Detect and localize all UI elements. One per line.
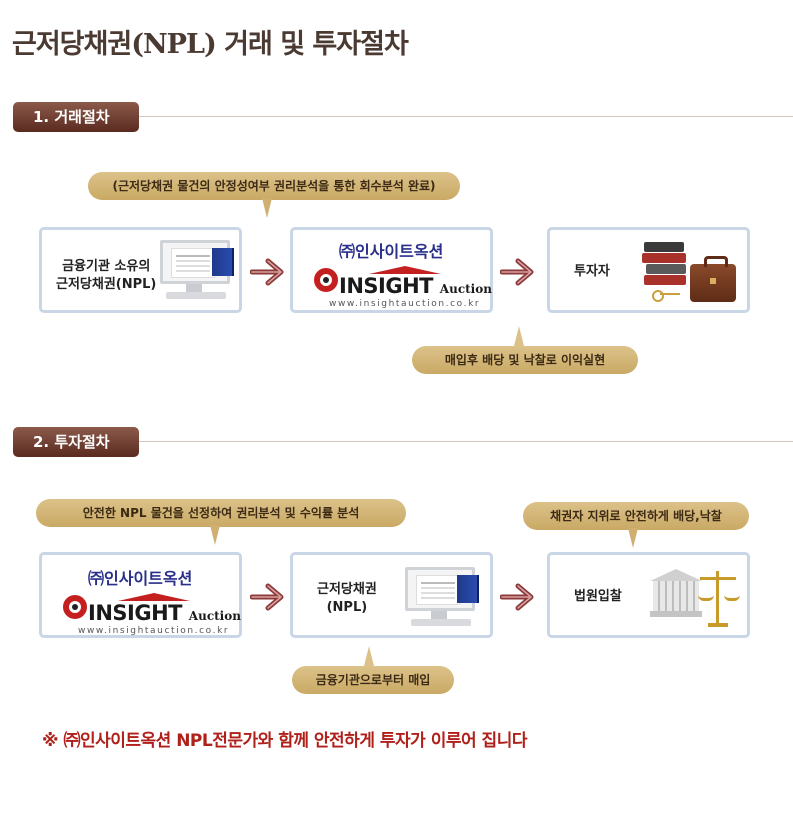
step-box-bank-npl: 금융기관 소유의 근저당채권(NPL) (39, 227, 242, 313)
step-label: 근저당채권 (NPL) (317, 582, 377, 615)
step-box-court-bidding: 법원입찰 (547, 552, 750, 638)
section-divider (139, 116, 793, 117)
double-chevron-arrow-icon (500, 583, 534, 611)
bubble-profit-realization: 매입후 배당 및 낙찰로 이익실현 (412, 346, 638, 374)
bubble-creditor-dividend: 채권자 지위로 안전하게 배당,낙찰 (523, 502, 749, 530)
insight-auction-logo: ㈜인사이트옥션 INSIGHT Auction www.insightaucti… (311, 238, 492, 309)
courthouse-scales-icon (650, 565, 740, 631)
bubble-tail (262, 198, 272, 218)
step-label: 금융기관 소유의 근저당채권(NPL) (56, 259, 157, 292)
logo-url: www.insightauction.co.kr (78, 626, 230, 636)
section-tab-trade: 1. 거래절차 (13, 102, 139, 132)
computer-monitor-icon (158, 240, 240, 304)
insight-auction-logo: ㈜인사이트옥션 INSIGHT Auction www.insightaucti… (60, 565, 241, 636)
logo-english-name: INSIGHT Auction (88, 601, 241, 625)
section-tab-investment: 2. 투자절차 (13, 427, 139, 457)
step-label: 법원입찰 (574, 589, 622, 604)
bubble-tail (628, 528, 638, 548)
bubble-tail (514, 326, 524, 346)
double-chevron-arrow-icon (500, 258, 534, 286)
double-chevron-arrow-icon (250, 583, 284, 611)
logo-url: www.insightauction.co.kr (329, 299, 481, 309)
bubble-tail (364, 646, 374, 666)
step-label: 투자자 (574, 264, 610, 279)
logo-korean-name: ㈜인사이트옥션 (339, 242, 444, 261)
bubble-safe-npl-selection: 안전한 NPL 물건을 선정하여 권리분석 및 수익률 분석 (36, 499, 406, 527)
step-box-npl: 근저당채권 (NPL) (290, 552, 493, 638)
footer-note: ※ ㈜인사이트옥션 NPL전문가와 함께 안전하게 투자가 이루어 집니다 (42, 731, 527, 751)
logo-korean-name: ㈜인사이트옥션 (88, 569, 193, 588)
page-title: 근저당채권(NPL) 거래 및 투자절차 (12, 29, 409, 60)
bubble-tail (210, 525, 220, 545)
target-icon (314, 268, 338, 292)
roof-icon (369, 266, 441, 274)
bubble-rights-analysis: (근저당채권 물건의 안정성여부 권리분석을 통한 회수분석 완료) (88, 172, 460, 200)
target-icon (63, 595, 87, 619)
step-box-insight-auction: ㈜인사이트옥션 INSIGHT Auction www.insightaucti… (39, 552, 242, 638)
logo-english-name: INSIGHT Auction (339, 274, 492, 298)
double-chevron-arrow-icon (250, 258, 284, 286)
computer-monitor-icon (403, 567, 485, 631)
roof-icon (118, 593, 190, 601)
books-key-briefcase-icon (642, 240, 738, 306)
bubble-bank-purchase: 금융기관으로부터 매입 (292, 666, 454, 694)
step-box-insight-auction: ㈜인사이트옥션 INSIGHT Auction www.insightaucti… (290, 227, 493, 313)
section-divider (139, 441, 793, 442)
step-box-investor: 투자자 (547, 227, 750, 313)
